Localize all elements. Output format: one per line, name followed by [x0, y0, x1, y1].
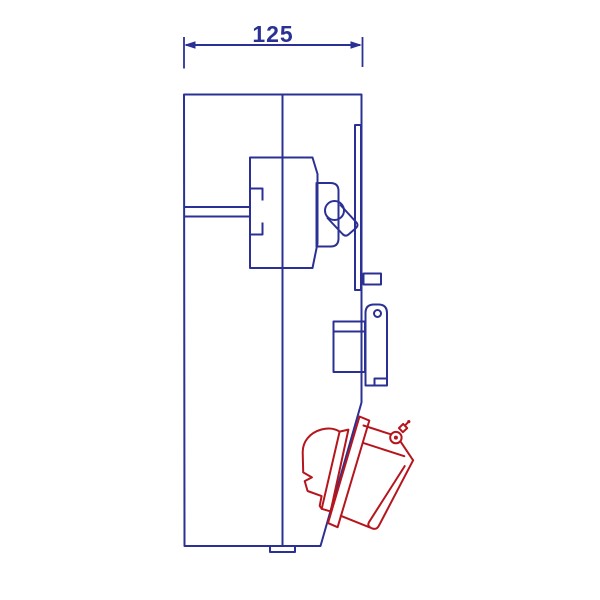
open-lid-side-band [320, 428, 350, 513]
enclosure-outline [183, 93, 363, 547]
socket-flange-plate [327, 415, 371, 529]
switch-nose-block [315, 182, 340, 248]
hinge-box [332, 320, 366, 373]
hinge-arm [364, 303, 388, 387]
hinge-pivot-hole [373, 309, 382, 318]
dimension-arrow-left [184, 41, 196, 49]
hinge-arm-step [373, 377, 386, 386]
socket-face-strip [367, 459, 415, 530]
switch-block [249, 156, 319, 269]
socket-lid-seam [363, 442, 406, 458]
shaft-clips [250, 187, 264, 236]
handle-lever [326, 203, 359, 237]
open-lid-dome [301, 427, 341, 510]
rail-strip [354, 124, 362, 291]
dimension-arrow-right [350, 41, 362, 49]
hinge-assembly [332, 303, 388, 387]
lid-pivot-ring [389, 430, 403, 445]
shaft-bar [184, 206, 250, 218]
lid-pivot-center-dot [393, 435, 398, 440]
dimension-annotation: 125 [183, 21, 364, 69]
socket-body-top-edge [362, 424, 392, 436]
accent-linework [301, 415, 415, 530]
socket-body-right-edge [399, 440, 415, 462]
lid-pivot-tick-dot [407, 420, 411, 424]
primary-linework: 125 [183, 21, 388, 553]
latch-tab [362, 272, 382, 286]
lid-pivot-cap [397, 422, 409, 434]
handle-knob [324, 200, 345, 221]
dimension-label: 125 [252, 21, 293, 47]
socket-assembly [301, 415, 415, 530]
bottom-foot-tab [269, 545, 296, 553]
interlock-switch [249, 156, 359, 269]
socket-body-bottom-edge [339, 514, 371, 529]
mounting-rail [354, 124, 382, 291]
enclosure-body [183, 93, 363, 553]
